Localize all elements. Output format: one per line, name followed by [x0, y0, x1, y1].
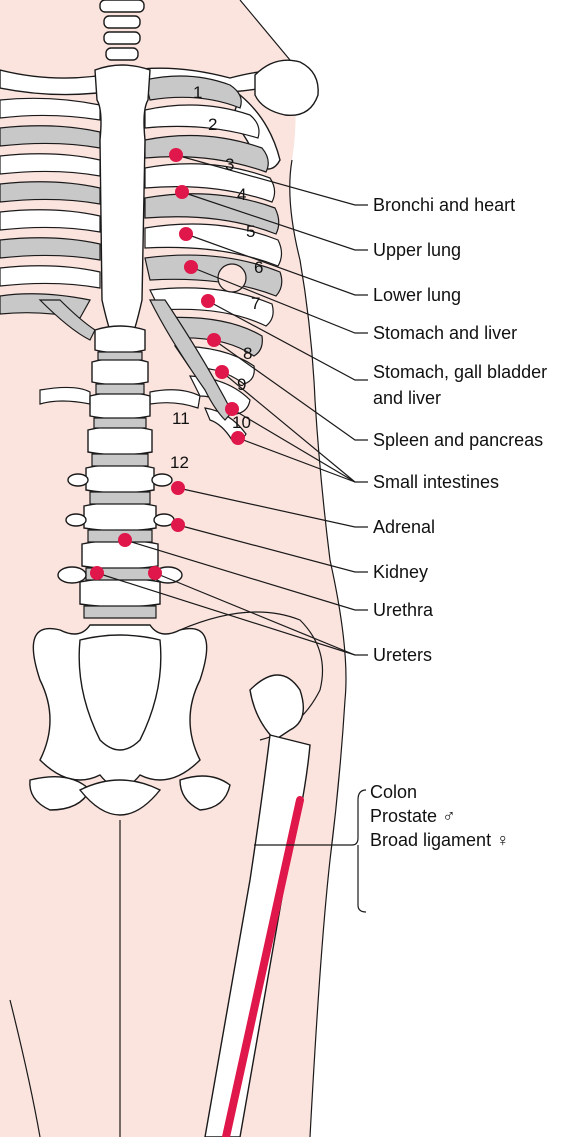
point-stomach-liver	[184, 260, 198, 274]
label-urethra: Urethra	[373, 600, 434, 620]
label-kidney: Kidney	[373, 562, 428, 582]
rib-number-2: 2	[208, 115, 217, 134]
label-stomach-gall-1: Stomach, gall bladder	[373, 362, 547, 382]
female-symbol: ♀	[496, 830, 510, 850]
male-symbol: ♂	[442, 806, 456, 826]
point-small-intestine-1	[215, 365, 229, 379]
point-ureter-right	[148, 566, 162, 580]
point-spleen-pancreas	[207, 333, 221, 347]
rib-number-12: 12	[170, 453, 189, 472]
label-small-intestines: Small intestines	[373, 472, 499, 492]
humerus-head	[255, 60, 318, 115]
point-kidney	[171, 518, 185, 532]
point-small-intestine-2	[225, 402, 239, 416]
label-bronchi-heart: Bronchi and heart	[373, 195, 515, 215]
rib-number-8: 8	[243, 344, 252, 363]
rib-number-5: 5	[246, 222, 255, 241]
point-upper-lung	[175, 185, 189, 199]
point-ureter-left	[90, 566, 104, 580]
rib-number-10: 10	[232, 413, 251, 432]
label-ureters: Ureters	[373, 645, 432, 665]
point-adrenal	[171, 481, 185, 495]
label-stomach-gall-2: and liver	[373, 388, 441, 408]
label-lower-lung: Lower lung	[373, 285, 461, 305]
rib-number-11: 11	[172, 409, 190, 428]
rib-number-4: 4	[237, 185, 246, 204]
point-lower-lung	[179, 227, 193, 241]
label-broad-ligament: Broad ligament ♀	[370, 830, 510, 850]
label-spleen-pancreas: Spleen and pancreas	[373, 430, 543, 450]
point-small-intestine-3	[231, 431, 245, 445]
rib-number-7: 7	[251, 294, 260, 313]
point-bronchi-heart	[169, 148, 183, 162]
point-stomach-gall	[201, 294, 215, 308]
point-urethra	[118, 533, 132, 547]
label-adrenal: Adrenal	[373, 517, 435, 537]
label-colon: Colon	[370, 782, 417, 802]
labels: Bronchi and heart Upper lung Lower lung …	[370, 195, 547, 850]
label-upper-lung: Upper lung	[373, 240, 461, 260]
label-prostate: Prostate ♂	[370, 806, 456, 826]
rib-number-1: 1	[193, 83, 202, 102]
label-stomach-liver: Stomach and liver	[373, 323, 517, 343]
